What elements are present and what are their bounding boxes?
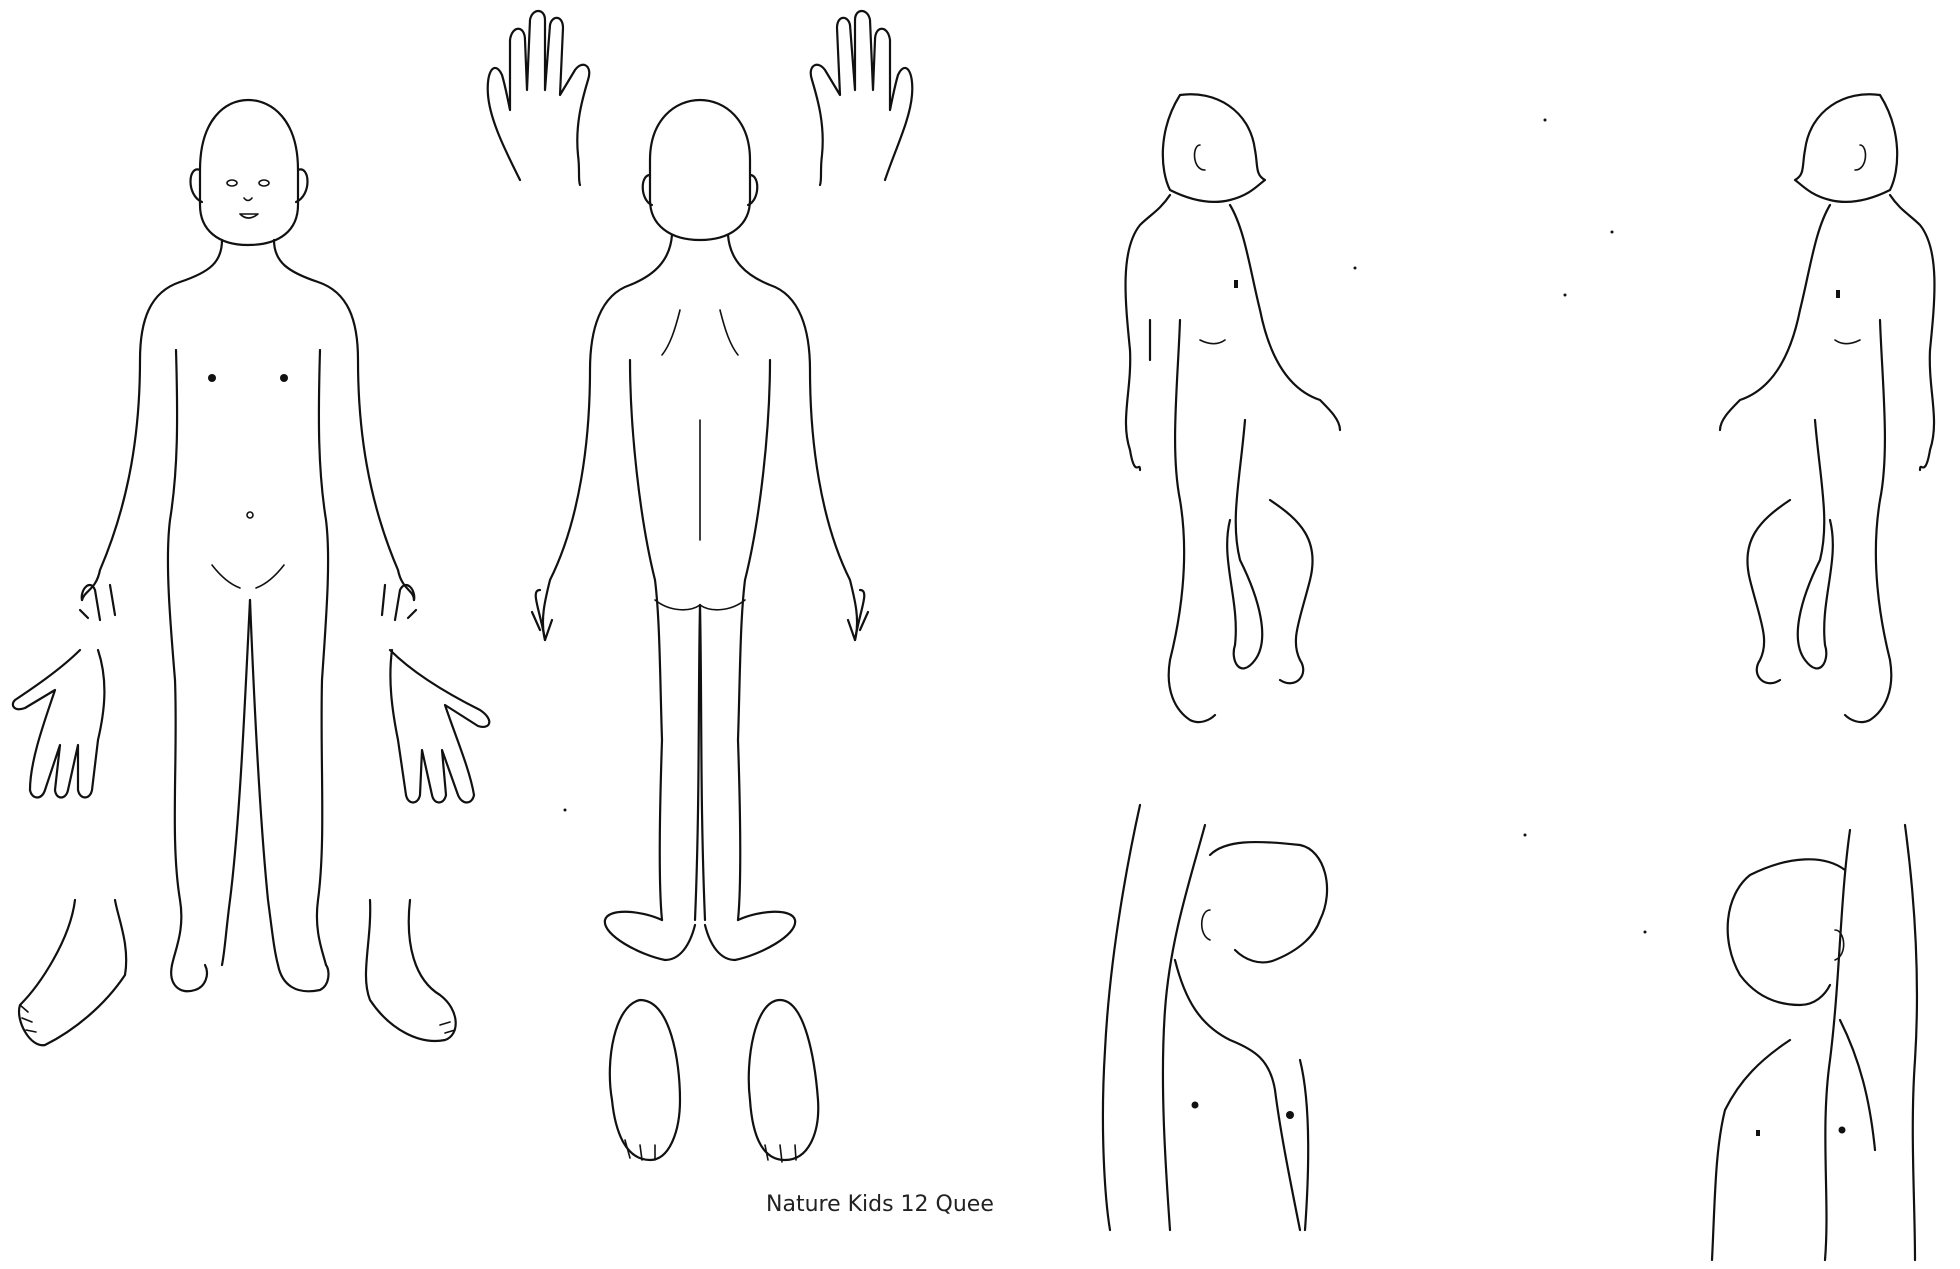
sole-left [610, 1000, 680, 1160]
left-side-view-figure [1720, 94, 1934, 722]
front-palm-right [390, 650, 489, 803]
back-hand-left [488, 11, 590, 185]
front-foot-left [19, 900, 126, 1045]
back-view-figure [532, 100, 868, 960]
back-hand-right [811, 11, 913, 185]
caption-text: Nature Kids 12 Quee [766, 1192, 1029, 1222]
sole-right [749, 1000, 818, 1162]
right-side-view-figure [1126, 94, 1340, 722]
front-view-figure [80, 100, 416, 991]
front-foot-right [366, 900, 456, 1041]
scan-specks [564, 119, 1647, 934]
left-upper-body-figure [1712, 825, 1917, 1260]
front-palm-left [13, 650, 105, 798]
right-upper-body-figure [1103, 805, 1327, 1230]
